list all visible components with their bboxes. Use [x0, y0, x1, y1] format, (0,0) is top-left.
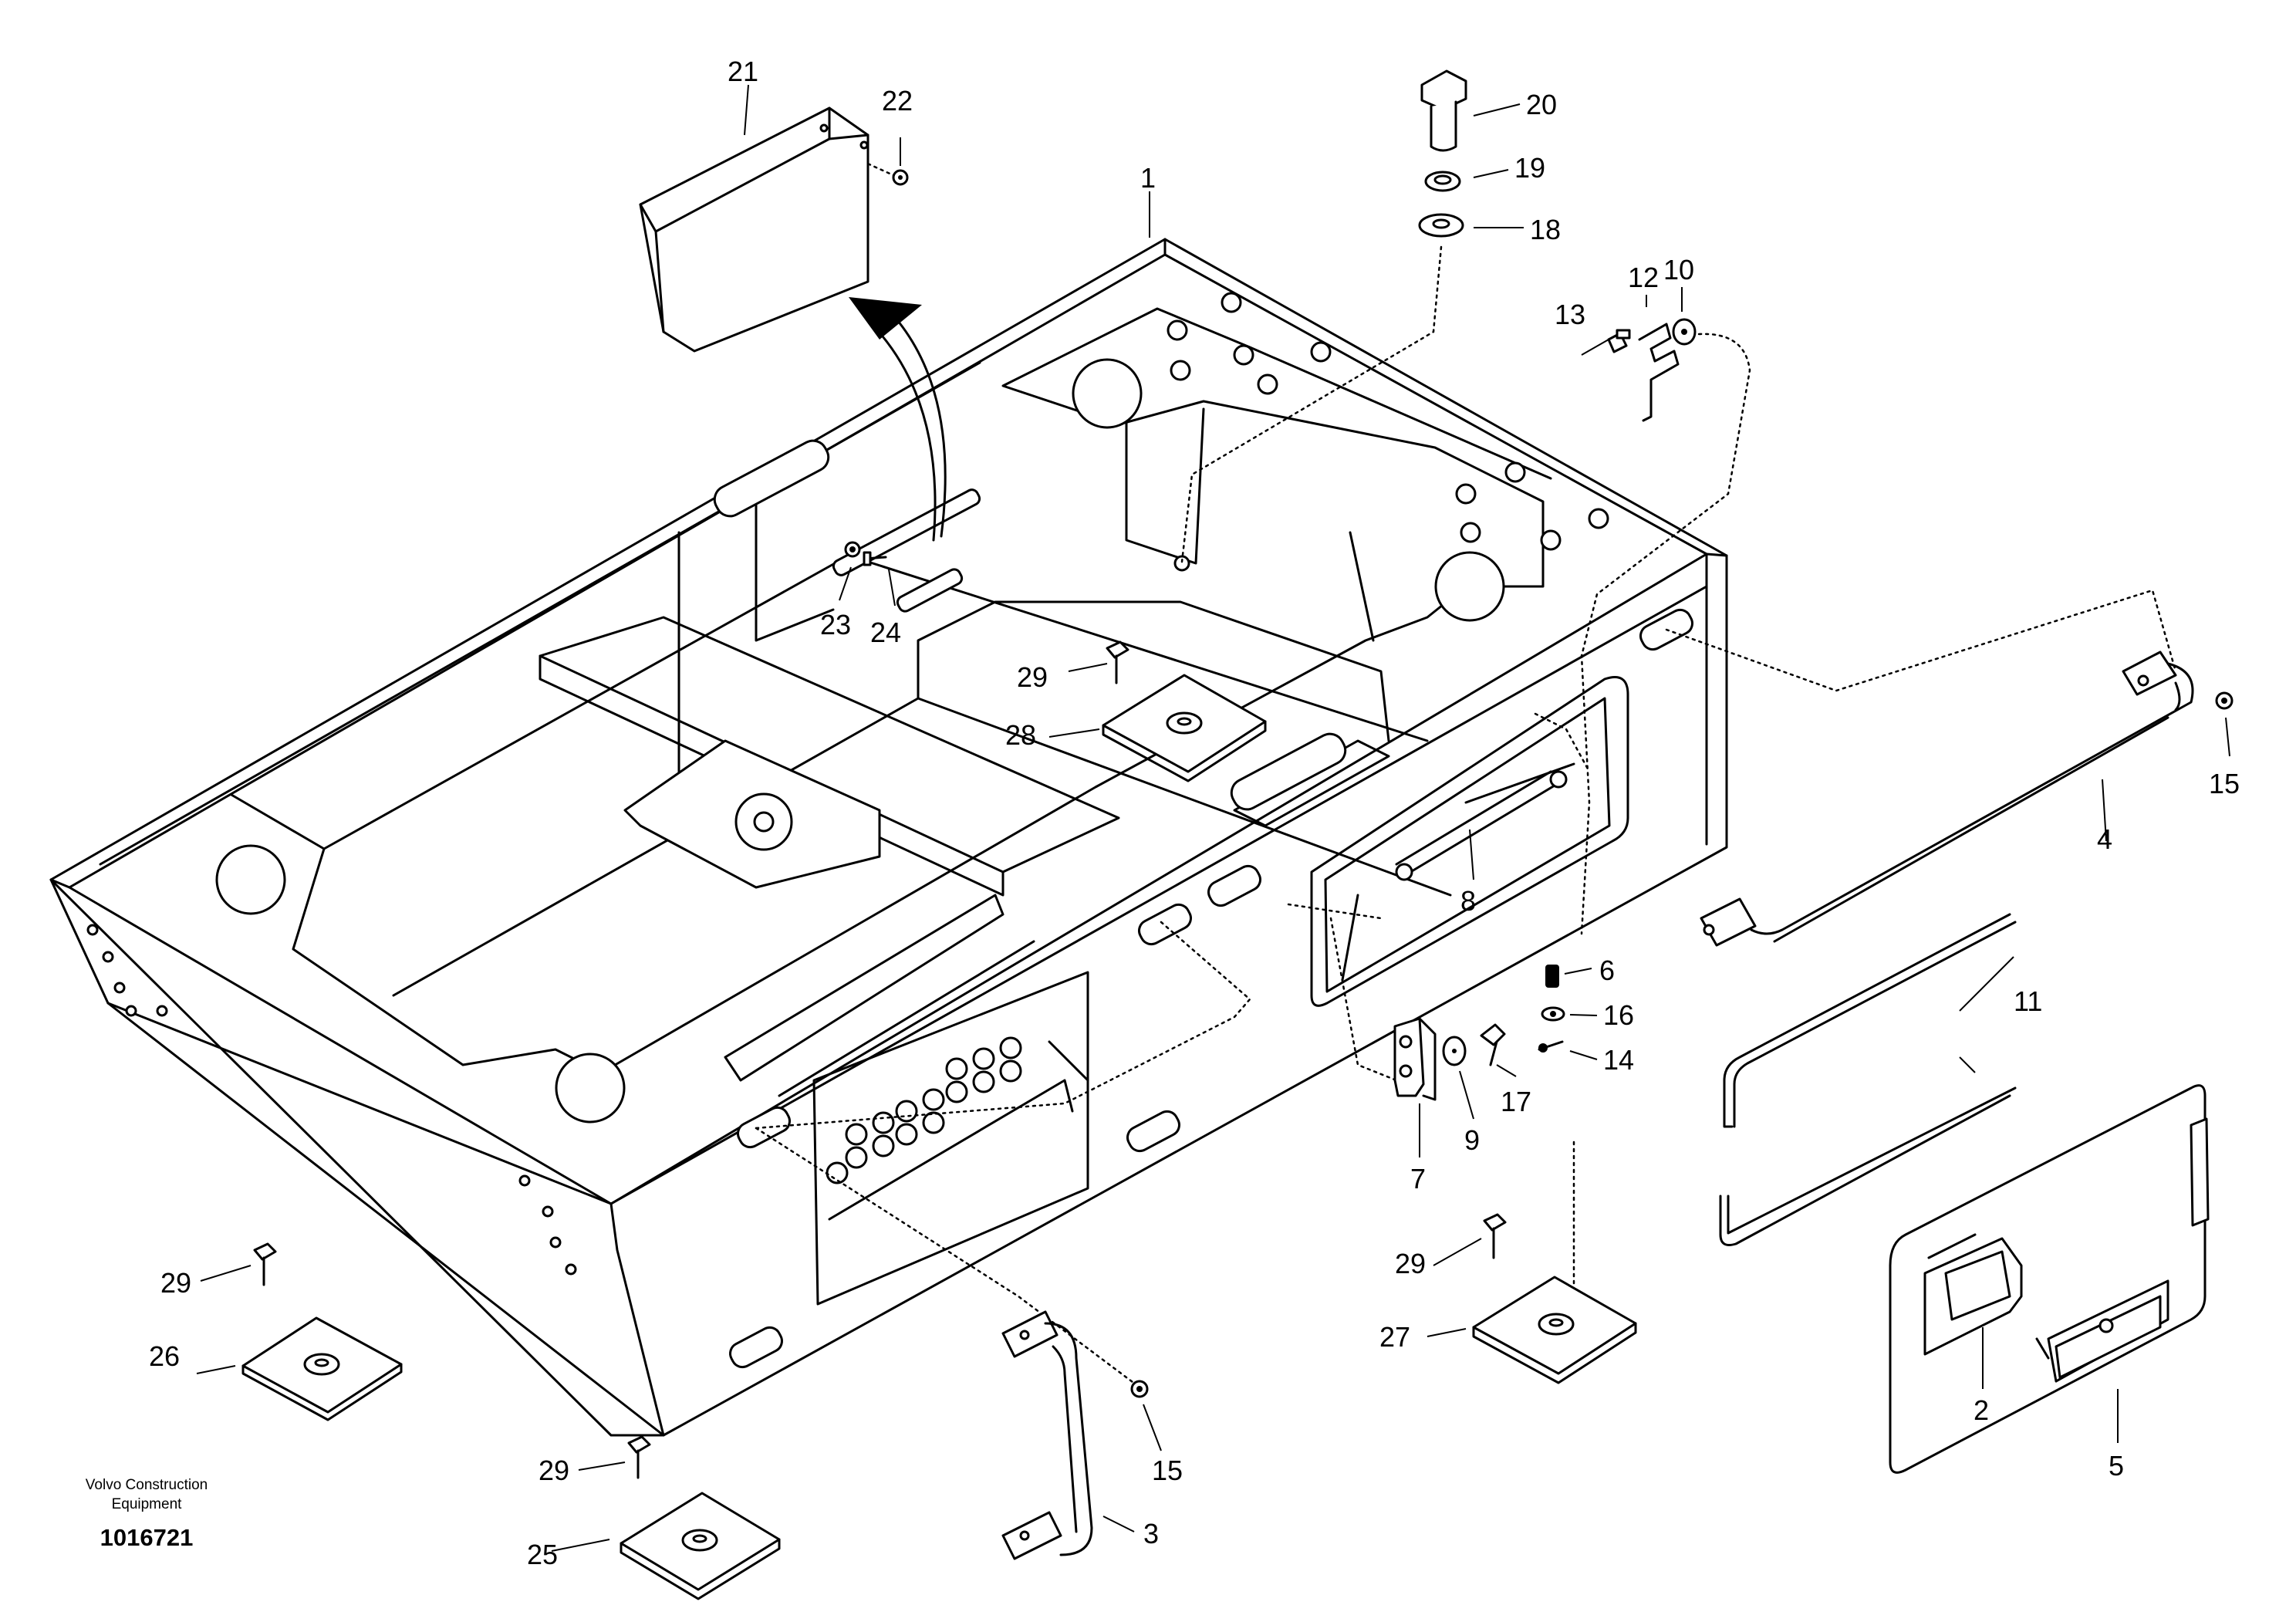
callout-4: 4 [2097, 823, 2112, 855]
nut-and-bolt-23-24 [844, 541, 887, 566]
callout-25: 25 [527, 1539, 558, 1570]
callout-26: 26 [149, 1340, 180, 1372]
callout-22: 22 [882, 85, 913, 117]
bolt-part-29-c [253, 1242, 277, 1286]
handle-part-3 [1001, 1310, 1093, 1560]
bolt-part-29-a [1106, 640, 1129, 684]
callout-leaders [196, 84, 2230, 1552]
washer-part-19 [1424, 171, 1461, 192]
callout-8: 8 [1460, 885, 1476, 917]
cover-part-21 [639, 106, 869, 353]
callout-15-right: 15 [2209, 768, 2240, 799]
callout-29-c: 29 [160, 1267, 191, 1299]
screw-part-22 [892, 169, 909, 186]
callout-11: 11 [2014, 985, 2042, 1017]
screw-part-13 [1607, 329, 1631, 353]
callout-17: 17 [1501, 1086, 1531, 1117]
callout-28: 28 [1005, 719, 1036, 751]
callout-19: 19 [1514, 152, 1545, 184]
front-edge-bolt-holes [86, 924, 577, 1276]
callout-5: 5 [2109, 1450, 2124, 1482]
drawing-number: 1016721 [100, 1524, 194, 1551]
callout-12: 12 [1628, 262, 1659, 293]
top-plate-bolt-holes [1167, 292, 1609, 572]
clip-part-12 [1638, 323, 1680, 422]
callout-labels: 1 2 3 4 5 6 7 8 9 10 11 12 13 14 15 15 1… [149, 56, 2240, 1570]
callout-3: 3 [1143, 1518, 1159, 1549]
callout-14: 14 [1603, 1044, 1634, 1076]
washer-part-10 [1672, 318, 1697, 346]
callout-20: 20 [1526, 89, 1557, 120]
brand-line-2: Equipment [112, 1496, 183, 1512]
callout-6: 6 [1599, 955, 1615, 986]
bolt-part-29-b [1483, 1213, 1507, 1259]
callout-10: 10 [1663, 254, 1694, 286]
callout-15-left: 15 [1152, 1455, 1183, 1486]
callout-1: 1 [1140, 162, 1156, 194]
callout-7: 7 [1410, 1163, 1426, 1195]
callout-18: 18 [1530, 214, 1561, 245]
callout-29-b: 29 [1395, 1248, 1426, 1279]
washer-part-9 [1442, 1036, 1467, 1066]
title-block: Volvo Construction Equipment 1016721 [86, 1477, 208, 1551]
callout-29-a: 29 [1017, 661, 1048, 693]
callout-16: 16 [1603, 999, 1634, 1031]
callout-29-d: 29 [539, 1455, 569, 1486]
grille-holes [826, 1036, 1022, 1184]
callout-27: 27 [1379, 1321, 1410, 1353]
radiator-opening [812, 971, 1089, 1306]
washer-part-16 [1541, 1006, 1565, 1022]
callout-9: 9 [1464, 1124, 1480, 1156]
bolt-part-29-d [627, 1435, 651, 1479]
main-frame [49, 238, 1728, 1437]
rod-part-8 [1395, 770, 1568, 881]
bolt-part-20 [1420, 69, 1467, 152]
bolt-part-17 [1480, 1023, 1506, 1066]
screw-part-15-right [2215, 691, 2234, 710]
callout-13: 13 [1555, 299, 1585, 330]
callout-23: 23 [820, 609, 851, 640]
callout-24: 24 [870, 617, 901, 648]
callout-2: 2 [1974, 1394, 1989, 1426]
seal-part-11 [1719, 913, 2017, 1246]
mount-plate-28 [1102, 674, 1267, 782]
mount-plate-26 [241, 1316, 403, 1421]
side-access-window [1310, 676, 1629, 1007]
spring-part-6 [1545, 965, 1559, 988]
bracket-part-7 [1393, 1017, 1437, 1101]
door-part-2 [1889, 1084, 2210, 1474]
washer-part-18 [1418, 213, 1464, 238]
assembly-lines [755, 145, 2177, 1391]
lift-arrow [849, 297, 947, 542]
latch-part-5 [2035, 1279, 2169, 1383]
handrail-part-4 [1700, 650, 2194, 947]
brand-line-1: Volvo Construction [86, 1477, 208, 1493]
pin-part-14 [1538, 1040, 1564, 1053]
mount-plate-27 [1472, 1276, 1637, 1384]
mount-plate-25 [620, 1492, 781, 1600]
callout-21: 21 [728, 56, 758, 87]
screw-part-15-left [1130, 1380, 1149, 1398]
